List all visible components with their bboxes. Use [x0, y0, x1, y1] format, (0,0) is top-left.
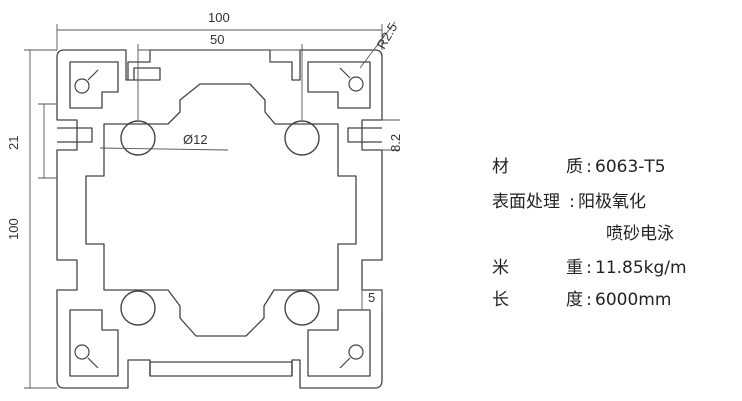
spec-surface-value-1: 阳极氧化 — [578, 192, 646, 212]
keyhole-top-right — [348, 76, 364, 92]
slot-pocket-bottom-right — [307, 309, 371, 377]
dim-corner-radius: R2.5 — [374, 20, 401, 51]
spec-surface-label: 表面处理 — [492, 192, 560, 212]
dim-slot-spacing: 50 — [210, 32, 224, 47]
slot-pocket-bottom-left — [69, 309, 119, 377]
t-slot-left — [57, 127, 93, 143]
dim-overall-height: 100 — [6, 218, 21, 240]
spec-length-label-b: 度 — [566, 290, 583, 310]
spec-length-label-a: 长 — [492, 290, 509, 310]
core-hole-top-left — [120, 120, 156, 156]
spec-surface-row-2: 喷砂电泳 — [606, 219, 674, 244]
core-hole-bottom-right — [284, 290, 320, 326]
spec-weight-label-a: 米 — [492, 258, 509, 278]
spec-length-row: 长 度:6000mm — [492, 285, 671, 310]
core-hole-bottom-left — [120, 290, 156, 326]
dim-slot-opening: 8.2 — [388, 134, 403, 152]
spec-weight-value: 11.85kg/m — [595, 258, 687, 278]
outer-profile-outline — [56, 49, 383, 389]
keyhole-bottom-left — [74, 344, 90, 360]
central-cavity-outline — [85, 83, 357, 337]
dim-hole-diameter: Ø12 — [183, 132, 208, 147]
spec-surface-row: 表面处理:阳极氧化 — [492, 187, 646, 212]
t-slot-bottom — [149, 361, 293, 376]
spec-material-row: 材 质:6063-T5 — [492, 152, 666, 177]
spec-weight-sep: : — [586, 258, 592, 278]
slot-pocket-top-right — [307, 61, 371, 109]
core-hole-top-right — [284, 120, 320, 156]
dim-left-offset: 21 — [6, 136, 21, 150]
t-slot-right — [347, 127, 382, 143]
keyhole-top-left — [74, 78, 90, 94]
spec-material-sep: : — [586, 157, 592, 177]
dim-wall-thickness: 5 — [368, 290, 375, 305]
spec-length-sep: : — [586, 290, 592, 310]
spec-material-label-b: 质 — [566, 157, 583, 177]
slot-pocket-top-left — [69, 61, 119, 109]
spec-weight-label-b: 重 — [566, 258, 583, 278]
keyhole-bottom-right — [348, 344, 364, 360]
spec-material-label-a: 材 — [492, 157, 509, 177]
spec-weight-row: 米 重:11.85kg/m — [492, 253, 687, 278]
spec-length-value: 6000mm — [595, 290, 672, 310]
spec-surface-sep: : — [569, 192, 575, 212]
spec-material-value: 6063-T5 — [595, 157, 666, 177]
dim-overall-width: 100 — [208, 10, 230, 25]
spec-surface-value-2: 喷砂电泳 — [606, 224, 674, 244]
